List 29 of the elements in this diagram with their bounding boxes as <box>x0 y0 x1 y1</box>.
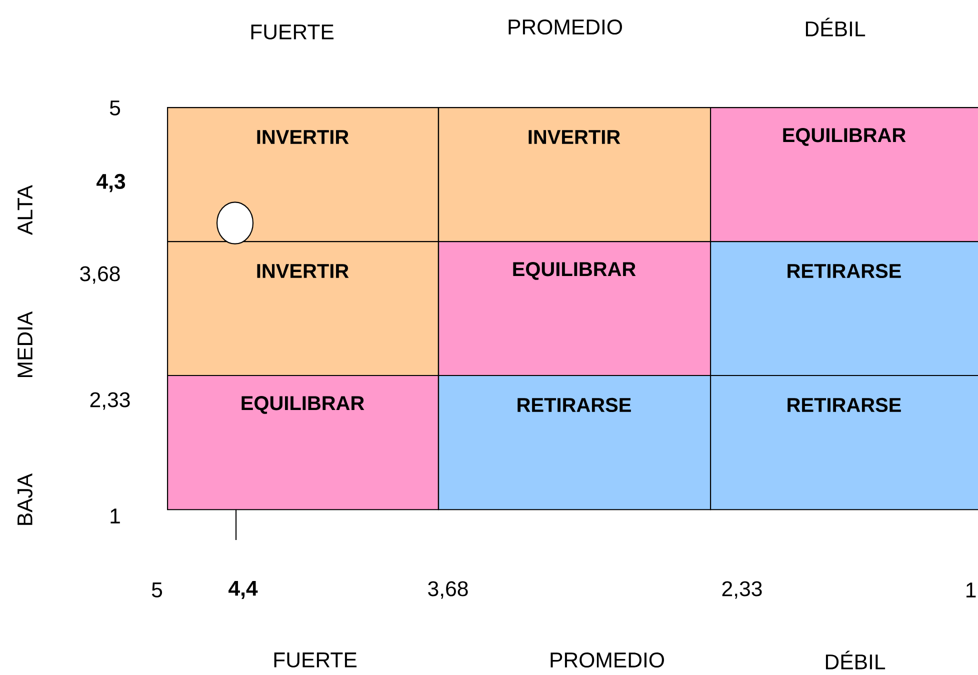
column-header: PROMEDIO <box>508 19 622 35</box>
matrix-cell: EQUILIBRAR <box>438 241 712 376</box>
matrix-cell: EQUILIBRAR <box>710 107 978 242</box>
column-header: DÉBIL <box>806 18 866 36</box>
axis-tick-label: 2,33 <box>90 392 130 410</box>
axis-value-label: 4,4 <box>228 581 258 599</box>
column-header: PROMEDIO <box>550 652 664 668</box>
axis-value-label: 4,3 <box>96 174 126 192</box>
matrix-cell: INVERTIR <box>167 107 439 242</box>
axis-tick-label: 2,33 <box>722 581 762 599</box>
matrix-cell: RETIRARSE <box>710 241 978 376</box>
axis-tick-label: 5 <box>152 582 162 598</box>
axis-tick-label: 1 <box>966 582 976 598</box>
matrix-cell: RETIRARSE <box>710 375 978 510</box>
matrix-cell: EQUILIBRAR <box>167 375 439 510</box>
column-header: FUERTE <box>274 652 356 668</box>
matrix-cell: INVERTIR <box>438 107 712 242</box>
matrix-cell: RETIRARSE <box>438 375 712 510</box>
matrix-cell: INVERTIR <box>167 241 439 376</box>
row-header: MEDIA <box>18 311 32 377</box>
axis-tick-label: 5 <box>110 100 120 116</box>
position-marker <box>216 202 254 244</box>
column-header: DÉBIL <box>826 650 886 670</box>
axis-tick-label: 1 <box>110 508 120 524</box>
axis-tick-label: 3,68 <box>80 266 120 284</box>
row-header: ALTA <box>18 184 32 236</box>
axis-tick-label: 3,68 <box>428 581 468 599</box>
column-header: FUERTE <box>251 24 334 40</box>
row-header: BAJA <box>18 473 32 525</box>
